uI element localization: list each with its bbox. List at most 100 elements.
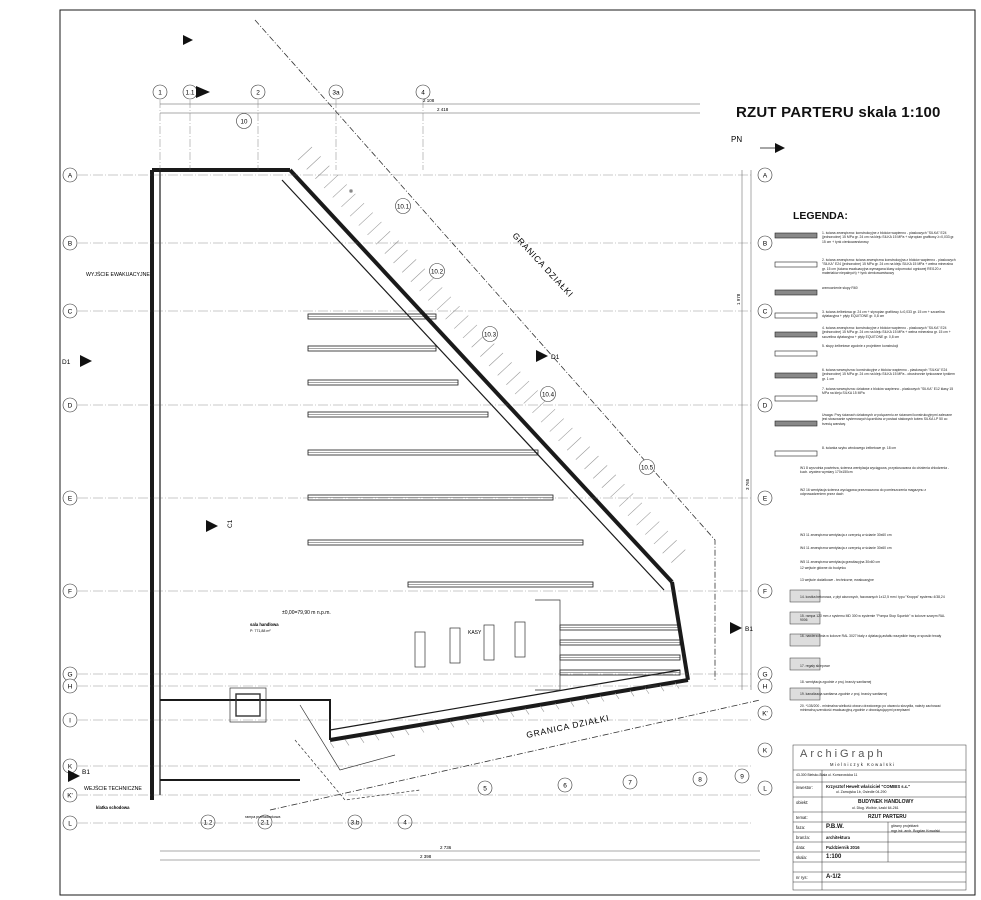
grid-axis-top-bubble [328,84,344,100]
firm-address: 43-300 Bielsko-Biała ul. Komorowicka 11 [796,773,858,777]
legend-wall-symbol [774,312,818,319]
hatch-line [445,305,460,320]
grid-axis-top-label: 2 [256,90,260,97]
grid-axis-bottom-label: 6 [563,783,567,790]
grid-axis-bottom-bubble [397,814,413,830]
grid-row-label-right: K [763,748,768,755]
grid-row-label-right: E [763,496,768,503]
hatch-line [384,240,400,254]
hatch-line [297,146,313,161]
north-label: PN [731,135,742,144]
section-mark-d1-right: D1 [551,354,560,361]
grid-row-label-left: I [69,718,71,725]
hatch-line [584,455,599,470]
section-arrow-c1 [206,520,218,532]
section-markers [68,35,742,782]
hatch-line [592,465,608,479]
legend-item: 4. ściana zewnętrzna: konstrukcyjne z bl… [822,326,951,339]
grid-axis-top-bubble [415,84,431,100]
hatch-line [410,268,426,282]
evacuation-exit-label: WYJŚCIE EWAKUACYJNE [86,270,150,278]
section-arrow-b1-right [730,622,742,634]
grid-row-bubble-left [62,583,78,599]
grid-axis-top-bubble [250,84,266,100]
section-mark-c1: C1 [227,519,234,528]
legend-item: 3. ściana żelbetowa gr. 24 cm + styropia… [822,310,945,319]
stair-cage-label: klatka schodowa [96,805,130,810]
sales-hall-area: P: 771,88 m² [250,629,271,633]
date-value: Październik 2016 [826,845,860,850]
section-mark-d1-left: D1 [62,359,71,366]
legend-item: W1 8 wyrzutnia powietrza, ścienna wentyl… [800,466,950,475]
grid-row-bubble-left [62,712,78,728]
diag-axis-bubble [482,326,498,342]
section-arrow-d1-left [80,355,92,367]
hatch-line [644,687,650,694]
hatch-line [462,324,478,339]
sales-hall-label: sala handlowa [250,622,279,627]
object-name: BUDYNEK HANDLOWY [858,799,914,805]
legend-wall-symbol [774,289,818,296]
hatch-line [539,705,545,712]
hatch-line [367,221,382,236]
designer-name: mgr inż. arch. Bogdan Kowalski [891,829,941,833]
legend-item: 1. ściana zewnętrzna: konstrukcyjne z bl… [822,231,955,244]
hatch-line [506,371,521,385]
hatch-line [480,343,495,357]
hatch-line [554,703,560,710]
dimension-lines [160,103,760,861]
grid-row-bubble-left [62,490,78,506]
grid-axis-bottom-bubble [557,777,573,793]
legend-item: W2 16 wentylacja ścienna wyciągowa przez… [800,488,927,497]
firm-logo: ArchiGraph [800,748,886,760]
branch-label: branża: [796,835,810,840]
grid-row-label-left: C [68,309,73,316]
legend-wall-symbol [774,372,818,379]
hatch-line [479,716,485,723]
hatch-line [558,427,573,442]
hatch-line [404,728,410,736]
north-indicator: PN [731,135,785,153]
grid-row-bubble-right [757,235,773,251]
grid-row-bubble-left [62,397,78,413]
grid-row-bubble-left [62,303,78,319]
dim-bottom-1: 2 398 [420,854,432,859]
grid-row-bubble-left [62,167,78,183]
hatch-line [524,708,530,715]
investor-address: ul. Zamojska 1b, Osiedle 04-290 [836,790,887,794]
branch-value: architektura [826,835,850,840]
hatch-line [449,721,455,728]
legend-item: 14. kostka betonowa, z płyt ażurowych, f… [800,595,945,599]
diag-axis-bubble [236,113,252,129]
grid-axis-bottom-bubble [257,814,273,830]
hatch-line [653,530,669,545]
legend-wall-symbol [774,450,818,457]
hatch-line [599,695,605,702]
grid-row-label-right: L [763,786,767,793]
grid-row-label-right: K' [762,711,768,718]
grid-row-bubble-right [757,678,773,694]
sheet-frame [59,9,976,896]
scope-label: temat: [796,815,808,820]
legend-surface-symbol [789,611,821,625]
hatch-line [323,174,339,189]
grid-row-label-left: K [68,764,73,771]
grid-row-label-right: B [763,241,767,248]
legend-item: 17. regały sklepowe [800,664,830,668]
section-arrow-d1-right [536,350,548,362]
hatch-line [497,362,512,376]
level-label: ±0,00=79,90 m n.p.m. [282,610,331,616]
legend-item: W5 11 zewnętrzna wentylacja grawitacyjna… [800,560,881,564]
grid-row-label-left: H [68,684,73,691]
grid-axis-bottom-bubble [692,771,708,787]
hatch-line [514,380,530,395]
grid-axis-bottom-bubble [622,774,638,790]
hatch-line [636,511,651,526]
grid-row-bubble-right [757,303,773,319]
hatch-line [627,502,643,517]
diag-axis-label: 10.1 [397,204,410,211]
legend-item: 19. kanalizacja sanitarna zgodnie z proj… [800,692,888,696]
legend-surface-symbol [789,589,821,603]
designer-label: główny projektant: [891,824,920,828]
